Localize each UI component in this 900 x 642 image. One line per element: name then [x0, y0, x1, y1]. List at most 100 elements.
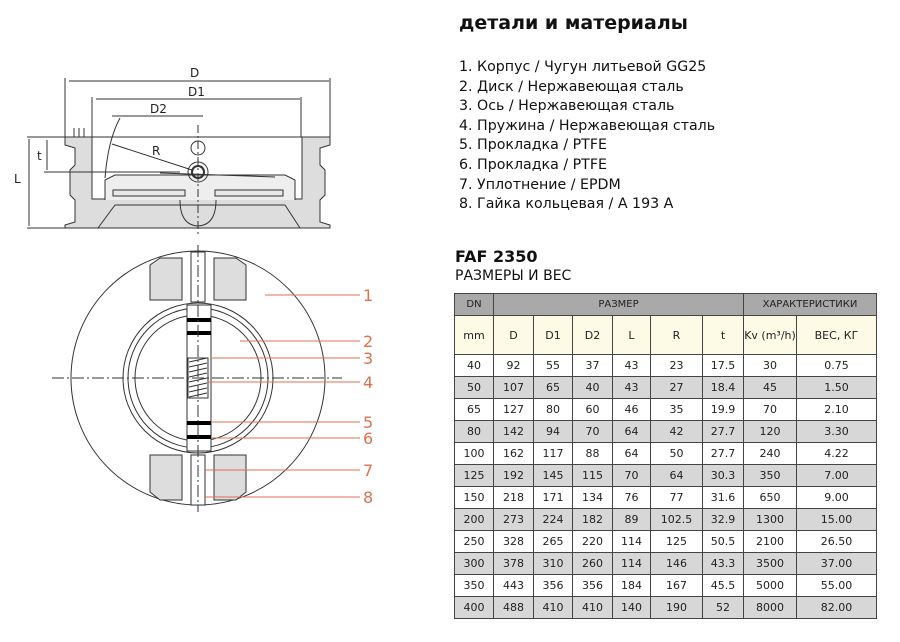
- material-item: 5. Прокладка / PTFE: [459, 137, 607, 154]
- table-cell: 134: [572, 486, 613, 509]
- table-cell: 310: [533, 552, 573, 575]
- table-cell: 2100: [743, 530, 797, 553]
- table-cell: 184: [612, 574, 651, 597]
- table-cell: 102.5: [650, 508, 703, 531]
- table-cell: 55.00: [796, 574, 877, 597]
- callout-7: 7: [363, 461, 373, 480]
- table-cell: 43: [612, 376, 651, 399]
- table-cell: 42: [650, 420, 703, 443]
- table-cell: 150: [454, 486, 494, 509]
- table-cell: 26.50: [796, 530, 877, 553]
- callout-1: 1: [363, 286, 373, 305]
- table-cell: 37.00: [796, 552, 877, 575]
- table-cell: 218: [493, 486, 534, 509]
- table-cell: 488: [493, 596, 534, 619]
- materials-list: 1. Корпус / Чугун литьевой GG25 2. Диск …: [459, 58, 715, 215]
- table-cell: 167: [650, 574, 703, 597]
- table-cell: 17.5: [702, 354, 744, 377]
- table-cell: 162: [493, 442, 534, 465]
- table-cell: 70: [612, 464, 651, 487]
- table-cell: 70: [743, 398, 797, 421]
- column-header: R: [650, 315, 703, 355]
- material-item: 3. Ось / Нержавеющая сталь: [459, 98, 675, 115]
- table-cell: 18.4: [702, 376, 744, 399]
- table-cell: 27.7: [702, 420, 744, 443]
- callout-2: 2: [363, 332, 373, 351]
- material-item: 2. Диск / Нержавеющая сталь: [459, 78, 684, 95]
- table-cell: 77: [650, 486, 703, 509]
- callout-4: 4: [363, 373, 373, 392]
- table-cell: 650: [743, 486, 797, 509]
- table-cell: 15.00: [796, 508, 877, 531]
- table-cell: 146: [650, 552, 703, 575]
- table-cell: 0.75: [796, 354, 877, 377]
- table-cell: 200: [454, 508, 494, 531]
- table-subtitle: РАЗМЕРЫ И ВЕС: [455, 268, 572, 284]
- table-cell: 220: [572, 530, 613, 553]
- material-item: 6. Прокладка / PTFE: [459, 156, 607, 173]
- table-cell: 46: [612, 398, 651, 421]
- dim-D2: D2: [150, 102, 167, 116]
- table-cell: 190: [650, 596, 703, 619]
- column-header: mm: [454, 315, 494, 355]
- table-cell: 224: [533, 508, 573, 531]
- material-item: 8. Гайка кольцевая / A 193 A: [459, 196, 674, 213]
- table-cell: 115: [572, 464, 613, 487]
- table-cell: 82.00: [796, 596, 877, 619]
- table-cell: 443: [493, 574, 534, 597]
- table-cell: 64: [612, 420, 651, 443]
- table-cell: 240: [743, 442, 797, 465]
- table-cell: 43: [612, 354, 651, 377]
- table-cell: 45.5: [702, 574, 744, 597]
- table-cell: 114: [612, 552, 651, 575]
- table-cell: 182: [572, 508, 613, 531]
- table-cell: 64: [650, 464, 703, 487]
- table-cell: 40: [572, 376, 613, 399]
- table-cell: 192: [493, 464, 534, 487]
- table-cell: 265: [533, 530, 573, 553]
- table-cell: 35: [650, 398, 703, 421]
- table-cell: 27: [650, 376, 703, 399]
- table-cell: 356: [572, 574, 613, 597]
- table-cell: 37: [572, 354, 613, 377]
- table-cell: 50: [454, 376, 494, 399]
- table-cell: 9.00: [796, 486, 877, 509]
- table-cell: 356: [533, 574, 573, 597]
- table-cell: 410: [533, 596, 573, 619]
- table-cell: 19.9: [702, 398, 744, 421]
- table-cell: 60: [572, 398, 613, 421]
- table-cell: 1300: [743, 508, 797, 531]
- table-cell: 64: [612, 442, 651, 465]
- header-characteristics: ХАРАКТЕРИСТИКИ: [743, 293, 877, 316]
- table-cell: 30.3: [702, 464, 744, 487]
- front-view: [52, 245, 342, 512]
- column-header: ВЕС, КГ: [796, 315, 877, 355]
- callout-3: 3: [363, 349, 373, 368]
- table-cell: 3.30: [796, 420, 877, 443]
- table-cell: 117: [533, 442, 573, 465]
- table-cell: 27.7: [702, 442, 744, 465]
- table-cell: 45: [743, 376, 797, 399]
- table-cell: 300: [454, 552, 494, 575]
- table-cell: 100: [454, 442, 494, 465]
- table-cell: 125: [454, 464, 494, 487]
- table-cell: 273: [493, 508, 534, 531]
- table-cell: 127: [493, 398, 534, 421]
- table-cell: 3500: [743, 552, 797, 575]
- side-view: [27, 78, 331, 235]
- table-cell: 80: [454, 420, 494, 443]
- section-title: детали и материалы: [459, 12, 688, 34]
- callout-5: 5: [363, 413, 373, 432]
- dim-D: D: [190, 66, 199, 80]
- table-cell: 410: [572, 596, 613, 619]
- column-header: Kv (m³/h): [743, 315, 797, 355]
- header-dn: DN: [454, 293, 494, 316]
- table-cell: 8000: [743, 596, 797, 619]
- table-cell: 125: [650, 530, 703, 553]
